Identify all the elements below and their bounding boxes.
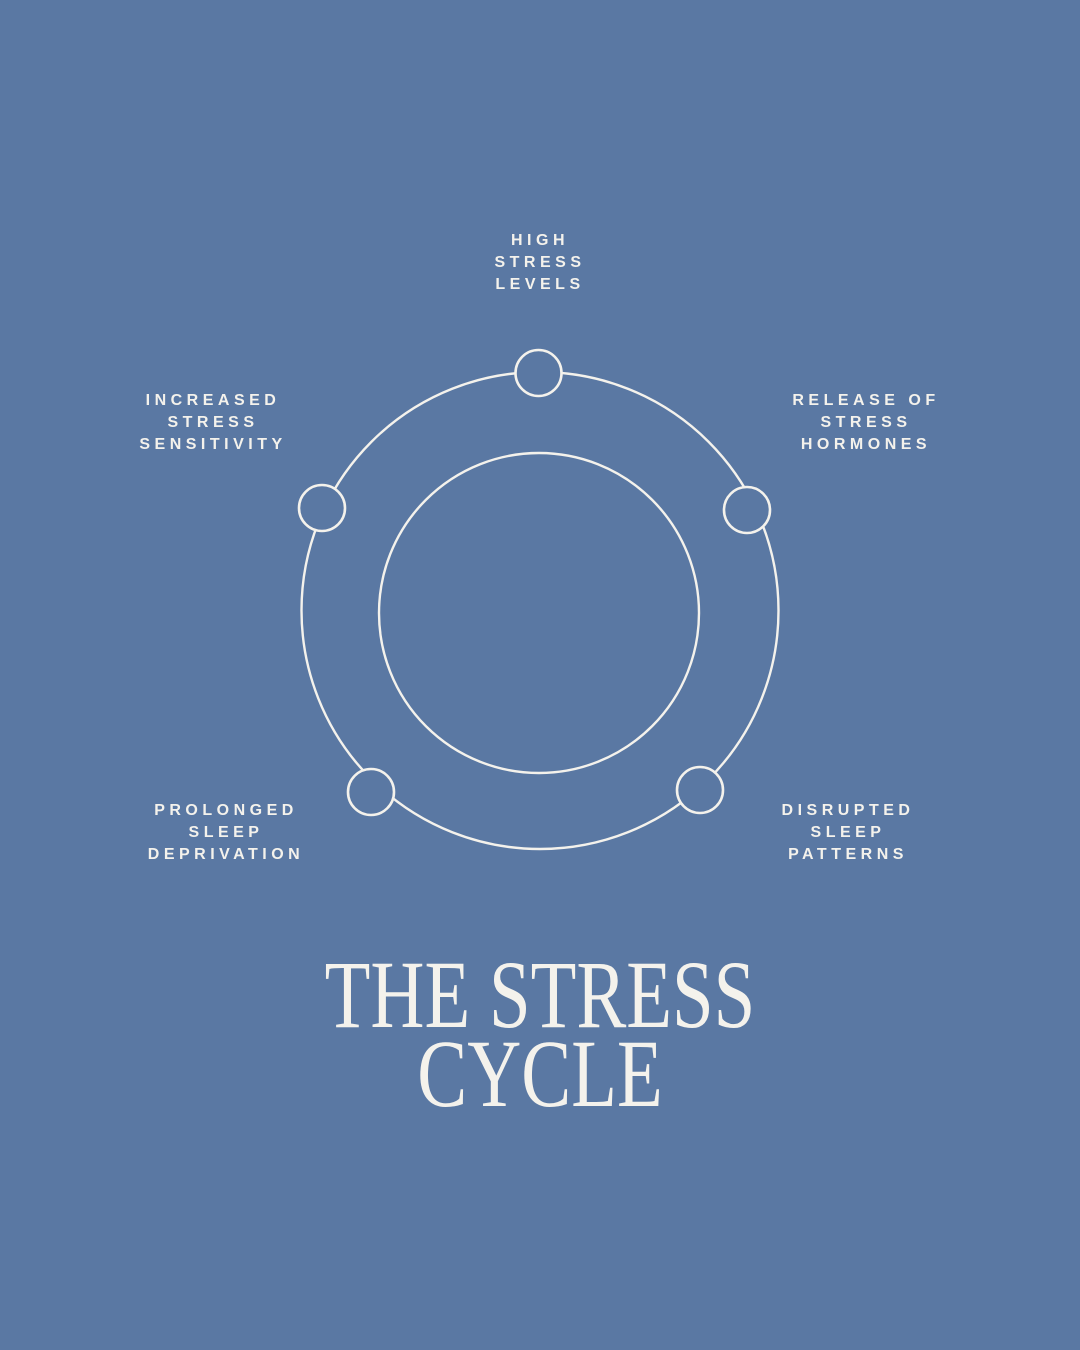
stage-node-right [722, 485, 772, 535]
stage-node-bottom-right [675, 765, 725, 815]
stage-label-prolonged-sleep-deprivation: PROLONGED SLEEP DEPRIVATION [147, 802, 305, 863]
stage-label-release-of-stress-hormones: RELEASE OF STRESS HORMONES [792, 392, 940, 453]
stage-label-high-stress-levels: HIGH STRESS LEVELS [494, 232, 586, 293]
stage-label-disrupted-sleep-patterns: DISRUPTED SLEEP PATTERNS [781, 802, 915, 863]
stage-label-increased-stress-sensitivity: INCREASED STRESS SENSITIVITY [139, 392, 287, 453]
stage-node-top [514, 348, 563, 398]
stage-node-left [297, 483, 347, 533]
stage-node-bottom-left [346, 767, 396, 817]
inner-cycle-ring [377, 451, 701, 775]
page-title-line2: CYCLE [417, 1020, 663, 1127]
page-title-line1: THE STRESS [324, 941, 756, 1048]
